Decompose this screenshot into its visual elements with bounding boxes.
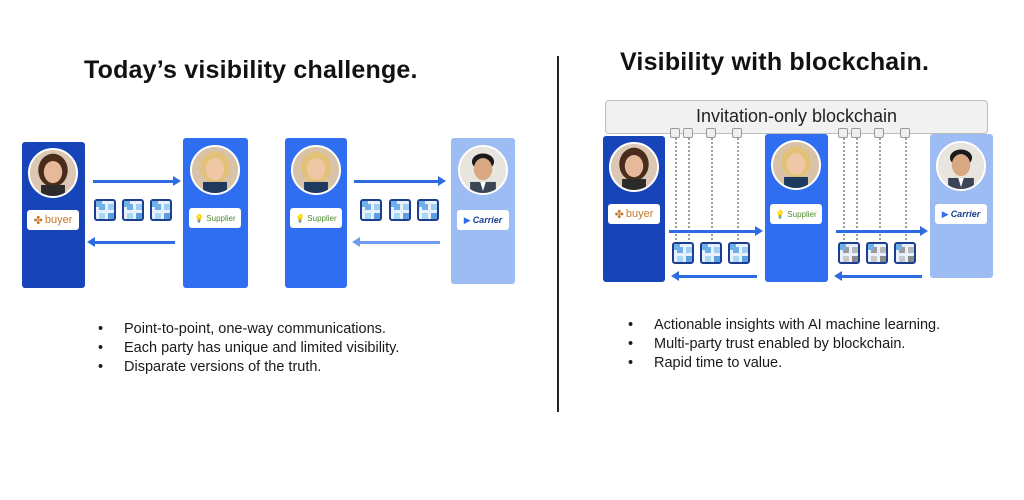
document-icon (866, 242, 888, 264)
supplier-badge-right: 💡Supplier (770, 204, 822, 224)
supplier-badge-2: 💡Supplier (290, 208, 342, 228)
arrow-buyer-to-supplier-right (669, 226, 763, 236)
right-title: Visibility with blockchain. (620, 48, 930, 76)
left-bullet: Point-to-point, one-way communications. (98, 320, 399, 339)
supplier-lightbulb-icon: 💡 (775, 209, 786, 219)
supplier-label-1: Supplier (206, 213, 236, 223)
blockchain-box: Invitation-only blockchain (605, 100, 988, 134)
buyer-badge: ✤buyer (27, 210, 79, 230)
document-icon (728, 242, 750, 264)
supplier-card-right: 💡Supplier (765, 134, 828, 282)
chain-link-icon (851, 128, 861, 138)
buyer-logo-icon: ✤ (614, 208, 624, 221)
left-bullet: Disparate versions of the truth. (98, 358, 399, 377)
carrier-card-right: ▶Carrier (930, 134, 993, 278)
right-bullet: Rapid time to value. (628, 354, 940, 373)
supplier-card-2: 💡Supplier (285, 138, 347, 288)
ledger-line (905, 134, 907, 252)
document-icon (417, 199, 439, 221)
supplier-lightbulb-icon: 💡 (295, 213, 306, 223)
supplier-label-right: Supplier (787, 209, 817, 219)
ledger-line (843, 134, 845, 252)
ledger-line (675, 134, 677, 252)
chain-link-icon (838, 128, 848, 138)
document-icon (838, 242, 860, 264)
left-bullet-list: Point-to-point, one-way communications. … (98, 320, 399, 377)
ledger-line (856, 134, 858, 252)
document-icon (672, 242, 694, 264)
left-title: Today’s visibility challenge. (84, 56, 418, 84)
buyer-card: ✤buyer (22, 142, 85, 288)
ledger-line (879, 134, 881, 252)
blockchain-label: Invitation-only blockchain (695, 106, 898, 126)
supplier-lightbulb-icon: 💡 (194, 213, 205, 223)
document-icon (94, 199, 116, 221)
document-icon (122, 199, 144, 221)
carrier-card-1: ▶Carrier (451, 138, 515, 284)
arrow-carrier-to-supplier (352, 237, 440, 247)
carrier-avatar-right (936, 141, 986, 191)
supplier-badge-1: 💡Supplier (189, 208, 241, 228)
carrier-badge-1: ▶Carrier (457, 210, 509, 230)
buyer-avatar (28, 148, 78, 198)
arrow-supplier-to-buyer-right (671, 271, 757, 281)
arrow-carrier-to-supplier-right (834, 271, 922, 281)
supplier-card-1: 💡Supplier (183, 138, 248, 288)
buyer-label: buyer (44, 214, 73, 226)
right-bullet-list: Actionable insights with AI machine lear… (628, 316, 940, 373)
arrow-supplier-to-carrier-right (836, 226, 928, 236)
carrier-label-right: Carrier (950, 209, 981, 219)
document-icon (894, 242, 916, 264)
buyer-card-right: ✤buyer (603, 136, 665, 282)
right-bullet: Actionable insights with AI machine lear… (628, 316, 940, 335)
ledger-line (688, 134, 690, 252)
carrier-label-1: Carrier (472, 215, 503, 225)
supplier-avatar-1 (190, 145, 240, 195)
carrier-logo-icon: ▶ (941, 208, 949, 219)
right-bullet: Multi-party trust enabled by blockchain. (628, 335, 940, 354)
supplier-label-2: Supplier (307, 213, 337, 223)
chain-link-icon (706, 128, 716, 138)
document-icon (360, 199, 382, 221)
chain-link-icon (900, 128, 910, 138)
buyer-avatar-right (609, 142, 659, 192)
chain-link-icon (732, 128, 742, 138)
document-icon (700, 242, 722, 264)
supplier-avatar-2 (291, 145, 341, 195)
left-bullet: Each party has unique and limited visibi… (98, 339, 399, 358)
buyer-badge-right: ✤buyer (608, 204, 660, 224)
buyer-label-right: buyer (625, 208, 654, 220)
chain-link-icon (670, 128, 680, 138)
arrow-supplier-to-buyer (87, 237, 175, 247)
ledger-line (711, 134, 713, 252)
ledger-line (737, 134, 739, 252)
carrier-logo-icon: ▶ (463, 214, 471, 225)
buyer-logo-icon: ✤ (33, 214, 43, 227)
center-divider (557, 56, 559, 412)
arrow-buyer-to-supplier (93, 176, 181, 186)
carrier-avatar-1 (458, 145, 508, 195)
supplier-avatar-right (771, 140, 821, 190)
chain-link-icon (683, 128, 693, 138)
document-icon (150, 199, 172, 221)
chain-link-icon (874, 128, 884, 138)
arrow-supplier-to-carrier (354, 176, 446, 186)
document-icon (389, 199, 411, 221)
carrier-badge-right: ▶Carrier (935, 204, 987, 224)
